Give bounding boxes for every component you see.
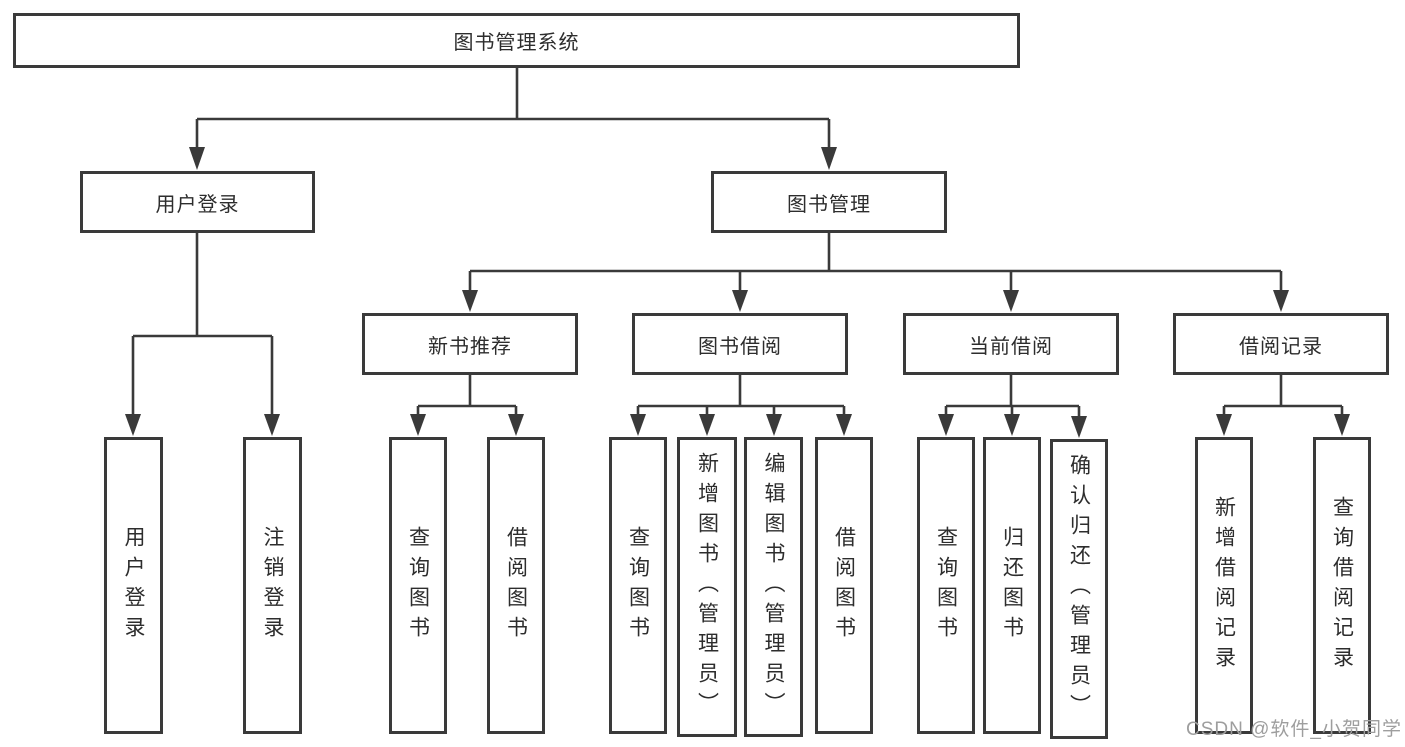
leaf-records-add-record: 新增借阅记录 bbox=[1195, 437, 1253, 734]
connector-user-login-to-leaves bbox=[125, 233, 280, 436]
node-user-login-label: 用户登录 bbox=[155, 193, 240, 216]
node-book-borrowing: 图书借阅 bbox=[632, 313, 848, 375]
node-root-label: 图书管理系统 bbox=[453, 32, 580, 54]
leaf-borrowing-borrow-books: 借阅图书 bbox=[815, 437, 873, 734]
leaf-newbook-query-books-label: 查询图书 bbox=[406, 525, 430, 646]
leaf-borrowing-edit-books-admin-label: 编辑图书（管理员） bbox=[762, 452, 785, 722]
leaf-current-confirm-return-admin-label: 确认归还（管理员） bbox=[1067, 454, 1091, 724]
leaf-current-return-books-label: 归还图书 bbox=[1000, 525, 1024, 646]
connector-new-book-to-leaves bbox=[410, 375, 524, 436]
node-new-book-recommend: 新书推荐 bbox=[362, 313, 578, 375]
connector-book-borrowing-to-leaves bbox=[630, 375, 852, 436]
leaf-user-login-label: 用户登录 bbox=[122, 525, 145, 646]
node-book-management-label: 图书管理 bbox=[787, 193, 871, 216]
connector-current-borrowing-to-leaves bbox=[938, 375, 1087, 438]
leaf-borrowing-query-books-label: 查询图书 bbox=[626, 525, 650, 646]
leaf-newbook-borrow-books-label: 借阅图书 bbox=[504, 525, 528, 646]
leaf-current-confirm-return-admin: 确认归还（管理员） bbox=[1050, 439, 1108, 739]
csdn-watermark: CSDN @软件_小贺同学 bbox=[1186, 719, 1402, 740]
leaf-newbook-borrow-books: 借阅图书 bbox=[487, 437, 545, 734]
node-borrowing-records: 借阅记录 bbox=[1173, 313, 1389, 375]
leaf-user-login: 用户登录 bbox=[104, 437, 163, 734]
node-new-book-recommend-label: 新书推荐 bbox=[428, 335, 512, 358]
connector-book-management-to-level3 bbox=[462, 233, 1289, 312]
leaf-current-query-books-label: 查询图书 bbox=[934, 525, 958, 646]
leaf-borrowing-query-books: 查询图书 bbox=[609, 437, 667, 734]
leaf-borrowing-add-books-admin-label: 新增图书（管理员） bbox=[695, 452, 719, 722]
leaf-newbook-query-books: 查询图书 bbox=[389, 437, 447, 734]
leaf-records-query-record-label: 查询借阅记录 bbox=[1330, 495, 1354, 676]
node-current-borrowing: 当前借阅 bbox=[903, 313, 1119, 375]
node-root: 图书管理系统 bbox=[13, 13, 1020, 68]
node-user-login: 用户登录 bbox=[80, 171, 315, 233]
connector-root-to-level2 bbox=[189, 68, 837, 170]
leaf-records-add-record-label: 新增借阅记录 bbox=[1212, 495, 1236, 676]
leaf-logout: 注销登录 bbox=[243, 437, 302, 734]
node-book-borrowing-label: 图书借阅 bbox=[698, 335, 782, 358]
leaf-current-return-books: 归还图书 bbox=[983, 437, 1041, 734]
leaf-borrowing-borrow-books-label: 借阅图书 bbox=[832, 525, 856, 646]
leaf-borrowing-edit-books-admin: 编辑图书（管理员） bbox=[744, 437, 803, 737]
leaf-borrowing-add-books-admin: 新增图书（管理员） bbox=[677, 437, 737, 737]
leaf-records-query-record: 查询借阅记录 bbox=[1313, 437, 1371, 734]
leaf-current-query-books: 查询图书 bbox=[917, 437, 975, 734]
leaf-logout-label: 注销登录 bbox=[261, 525, 284, 646]
connector-borrowing-records-to-leaves bbox=[1216, 375, 1350, 436]
node-book-management: 图书管理 bbox=[711, 171, 947, 233]
node-current-borrowing-label: 当前借阅 bbox=[969, 335, 1053, 358]
node-borrowing-records-label: 借阅记录 bbox=[1239, 335, 1323, 358]
